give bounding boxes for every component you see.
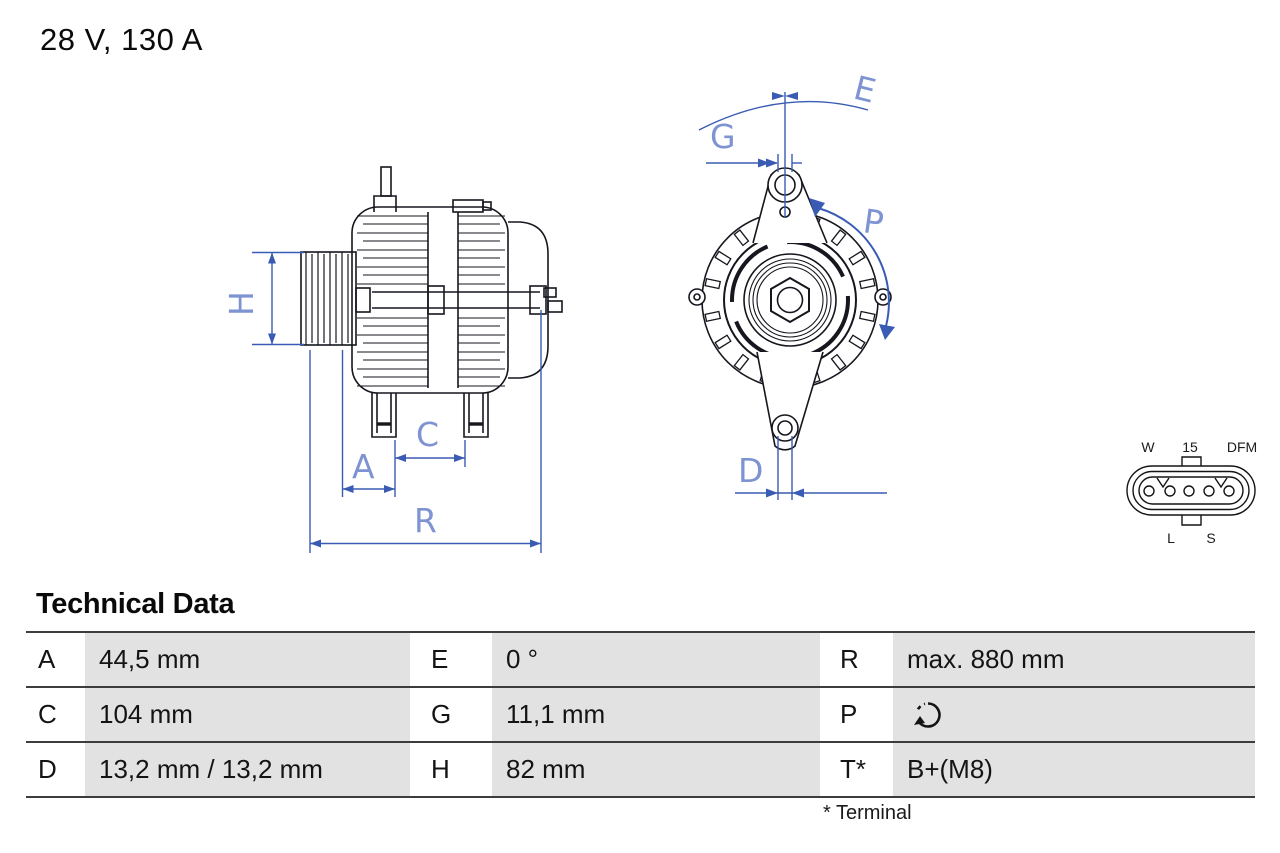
dim-key-p: P: [820, 688, 893, 741]
dim-value-g: 11,1 mm: [492, 688, 820, 741]
alternator-side-view: [300, 166, 563, 438]
rotation-direction-icon: [914, 701, 941, 728]
alternator-technical-drawing: H A C R: [222, 68, 1257, 553]
table-row: D 13,2 mm / 13,2 mm H 82 mm T* B+(M8): [26, 743, 1255, 798]
dim-label-D: D: [738, 451, 763, 490]
dim-key-c: C: [26, 688, 85, 741]
dim-value-c: 104 mm: [85, 688, 410, 741]
dim-label-E: E: [850, 68, 880, 111]
connector-diagram: [1126, 456, 1256, 526]
dim-label-G: G: [710, 117, 736, 156]
dim-value-d: 13,2 mm / 13,2 mm: [85, 743, 410, 796]
dim-key-h: H: [410, 743, 492, 796]
connector-pin-label-w: W: [1141, 439, 1155, 455]
dim-label-C: C: [416, 415, 439, 454]
page-title: 28 V, 130 A: [40, 22, 203, 57]
dim-value-h: 82 mm: [492, 743, 820, 796]
dim-value-e: 0 °: [492, 633, 820, 686]
technical-data-heading: Technical Data: [36, 588, 235, 620]
dim-label-P: P: [861, 201, 886, 242]
dim-label-A: A: [352, 447, 375, 486]
table-row: C 104 mm G 11,1 mm P: [26, 688, 1255, 743]
alternator-front-view: [688, 167, 892, 451]
table-row: A 44,5 mm E 0 ° R max. 880 mm: [26, 633, 1255, 688]
dim-label-H: H: [222, 291, 261, 316]
side-view-dimensions: [252, 251, 542, 553]
connector-pin-label-l: L: [1167, 530, 1175, 546]
dim-value-p: [893, 688, 1255, 741]
technical-data-table: A 44,5 mm E 0 ° R max. 880 mm C 104 mm G…: [26, 631, 1255, 798]
dim-value-a: 44,5 mm: [85, 633, 410, 686]
connector-pin-label-dfm: DFM: [1227, 439, 1257, 455]
dim-key-d: D: [26, 743, 85, 796]
dim-label-R: R: [414, 501, 437, 540]
connector-pin-label-15: 15: [1182, 439, 1198, 455]
dim-value-t: B+(M8): [893, 743, 1255, 796]
connector-pin-label-s: S: [1206, 530, 1215, 546]
terminal-footnote: * Terminal: [823, 802, 912, 824]
dim-value-r: max. 880 mm: [893, 633, 1255, 686]
front-view-dimensions: [698, 92, 895, 500]
dim-key-t: T*: [820, 743, 893, 796]
dim-key-a: A: [26, 633, 85, 686]
dim-key-e: E: [410, 633, 492, 686]
dim-key-g: G: [410, 688, 492, 741]
dim-key-r: R: [820, 633, 893, 686]
